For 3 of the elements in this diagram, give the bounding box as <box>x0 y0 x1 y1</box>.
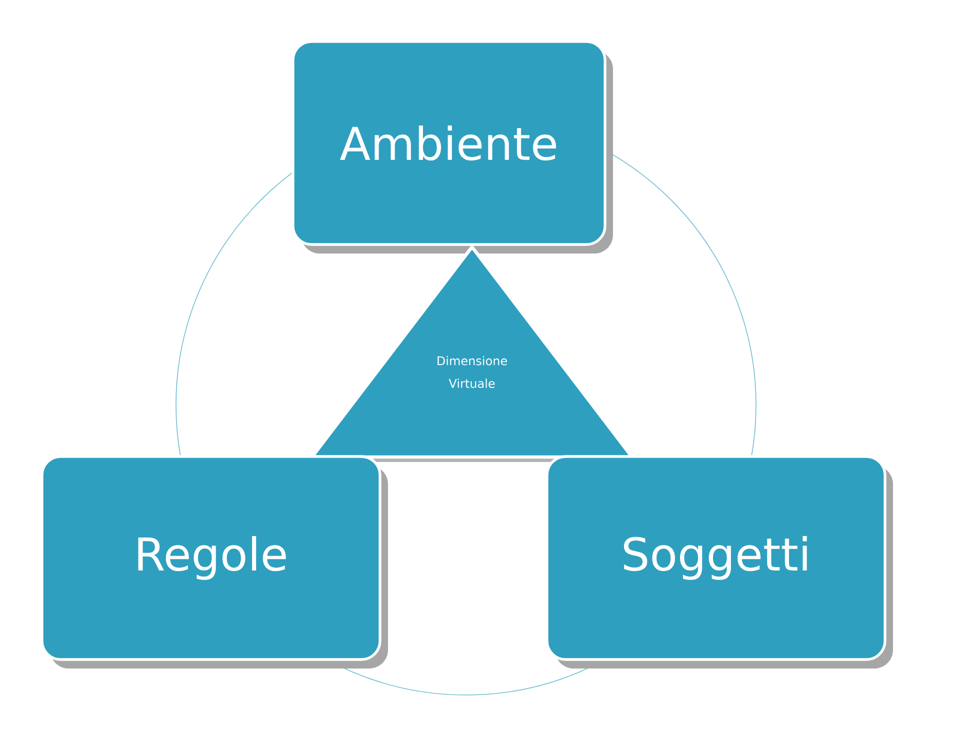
rounded-box: Ambiente <box>292 40 613 254</box>
rounded-box: Soggetti <box>546 455 893 668</box>
rounded-box: Regole <box>40 455 388 668</box>
